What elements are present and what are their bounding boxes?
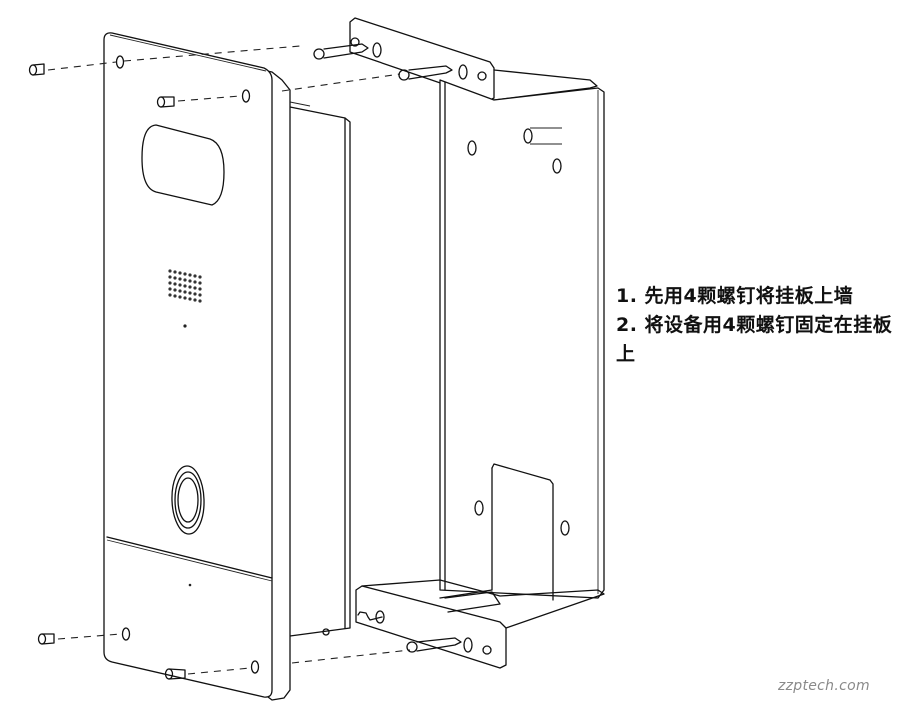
screws — [28, 43, 462, 680]
screw-bracket-bottom-1 — [357, 611, 383, 621]
screw-bracket-bottom-2 — [406, 637, 462, 653]
screw-bottom-inner — [164, 668, 186, 680]
installation-instructions: 1. 先用4颗螺钉将挂板上墙 2. 将设备用4颗螺钉固定在挂板上 — [616, 282, 896, 369]
call-button — [171, 465, 205, 535]
camera-window — [141, 124, 225, 206]
instruction-step-1: 1. 先用4颗螺钉将挂板上墙 — [616, 285, 854, 307]
screw-bracket-top-2 — [398, 65, 453, 81]
front-panel — [103, 32, 291, 701]
instruction-step-2: 2. 将设备用4颗螺钉固定在挂板上 — [616, 314, 893, 365]
screw-top-left — [28, 63, 45, 76]
speaker-grille — [168, 269, 202, 303]
screw-bottom-left — [37, 633, 55, 645]
microphone-hole — [183, 324, 187, 328]
screw-bracket-top-1 — [313, 43, 369, 60]
screw-top-inner — [156, 96, 175, 108]
watermark: zzptech.com — [778, 678, 870, 694]
device-back-box — [279, 101, 351, 637]
wall-mounting-bracket — [349, 17, 605, 669]
